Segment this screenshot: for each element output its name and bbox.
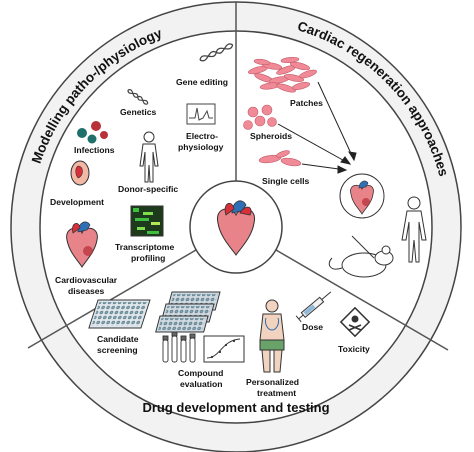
label-transcriptome-1: Transcriptome	[115, 242, 174, 252]
mouse-icon	[328, 235, 394, 278]
label-gene-editing: Gene editing	[176, 77, 228, 87]
electrophysiology-icon	[186, 103, 216, 125]
human-outline-icon	[139, 131, 159, 183]
label-genetics: Genetics	[120, 107, 157, 117]
dose-response-plot-icon	[203, 335, 245, 363]
label-personalized-2: treatment	[257, 388, 296, 398]
label-compound-1: Compound	[178, 368, 223, 378]
label-single-cells: Single cells	[262, 176, 310, 186]
test-tubes-icon	[162, 331, 196, 363]
embryo-icon	[70, 160, 90, 186]
label-electrophysiology-2: physiology	[178, 142, 224, 152]
label-spheroids: Spheroids	[250, 131, 292, 141]
label-cardiovascular-1: Cardiovascular	[55, 275, 118, 285]
label-personalized-1: Personalized	[246, 377, 299, 387]
label-development: Development	[50, 197, 104, 207]
section-title-drug: Drug development and testing	[142, 400, 329, 415]
dna-icon	[199, 43, 234, 62]
center-heart-icon	[216, 200, 256, 256]
heatmap-icon	[130, 205, 164, 237]
stacked-plates-icon	[155, 291, 221, 333]
label-patches: Patches	[290, 98, 323, 108]
divider-left	[27, 249, 197, 349]
virus-icon	[77, 121, 108, 144]
label-candidate-1: Candidate	[97, 334, 139, 344]
regen-heart-icon	[350, 180, 374, 215]
label-compound-2: evaluation	[180, 379, 223, 389]
diseased-heart-icon	[66, 221, 98, 268]
single-cells-icon	[258, 150, 302, 167]
genetics-dna-icon	[127, 89, 149, 105]
cell-patch-icon	[248, 56, 317, 93]
label-toxicity: Toxicity	[338, 344, 370, 354]
label-electrophysiology-1: Electro-	[186, 131, 218, 141]
spheroid-icon	[243, 104, 277, 130]
well-plate-icon	[88, 299, 151, 329]
label-candidate-2: screening	[97, 345, 138, 355]
label-cardiovascular-2: diseases	[68, 286, 105, 296]
label-donor-specific: Donor-specific	[118, 184, 178, 194]
human-silhouette-icon	[401, 196, 427, 263]
label-dose: Dose	[302, 322, 323, 332]
syringe-icon	[295, 291, 332, 323]
patient-icon	[259, 299, 285, 373]
arrows	[277, 81, 357, 174]
toxicity-hazard-icon	[339, 306, 371, 338]
label-transcriptome-2: profiling	[131, 253, 165, 263]
label-infections: Infections	[74, 145, 115, 155]
divider-right	[275, 249, 449, 351]
